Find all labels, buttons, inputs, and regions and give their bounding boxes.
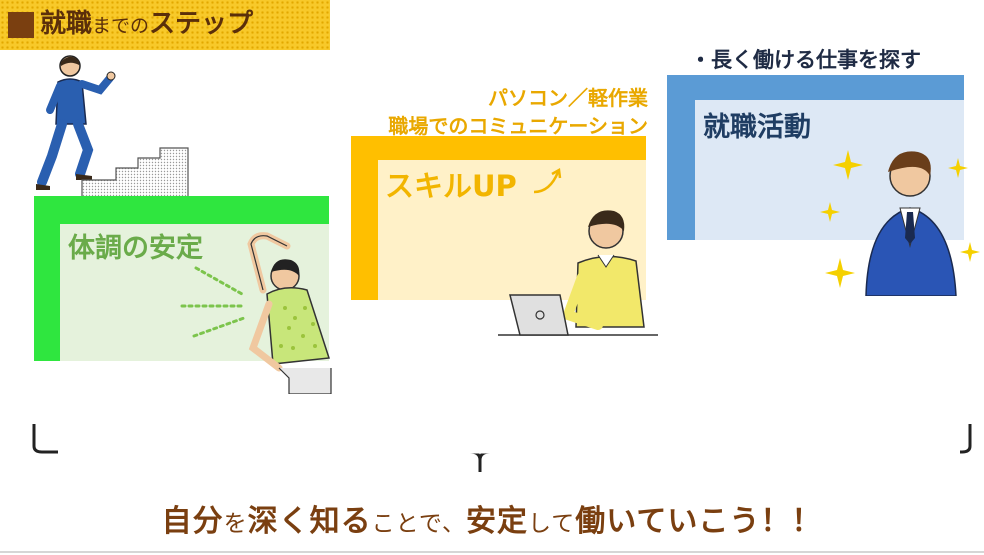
title-banner	[0, 0, 330, 50]
step2-label: スキルUP	[385, 169, 517, 203]
conclusion-part-6: して	[527, 511, 576, 537]
page-title: 就職までのステップ	[40, 6, 253, 44]
conclusion-part-7: 働いていこう！！	[575, 504, 823, 539]
conclusion-part-5: 安定	[465, 504, 528, 539]
climbing-man-icon	[36, 55, 116, 190]
stretch-motion-lines	[180, 266, 246, 338]
step3-label: 就職活動	[703, 112, 811, 143]
stretching-person-icon	[247, 232, 332, 394]
step1-label: 体調の安定	[68, 233, 203, 264]
bracket-line	[32, 424, 972, 472]
laptop-worker-icon	[498, 210, 658, 336]
up-arrow-icon	[533, 167, 562, 194]
businessman-icon	[820, 150, 980, 296]
title-part-2: までの	[92, 15, 150, 37]
stairs-icon	[81, 147, 189, 198]
bottom-divider	[0, 551, 984, 553]
conclusion-text: 自分を深く知ることで、安定して働いていこう！！	[0, 496, 984, 540]
conclusion-part-2: を	[223, 511, 248, 537]
conclusion-part-1: 自分	[161, 504, 224, 539]
title-part-3: ステップ	[149, 9, 254, 39]
step3-note: ・長く働ける仕事を探す	[690, 48, 921, 72]
title-part-1: 就職	[40, 9, 93, 39]
conclusion-part-4: ことで、	[371, 511, 466, 537]
sparkle-icon	[820, 150, 980, 288]
title-square-icon	[8, 12, 34, 38]
step2-note-2: 職場でのコミュニケーション	[388, 114, 648, 138]
step2-note-1: パソコン／軽作業	[488, 86, 648, 110]
conclusion-part-3: 深く知る	[247, 504, 372, 539]
